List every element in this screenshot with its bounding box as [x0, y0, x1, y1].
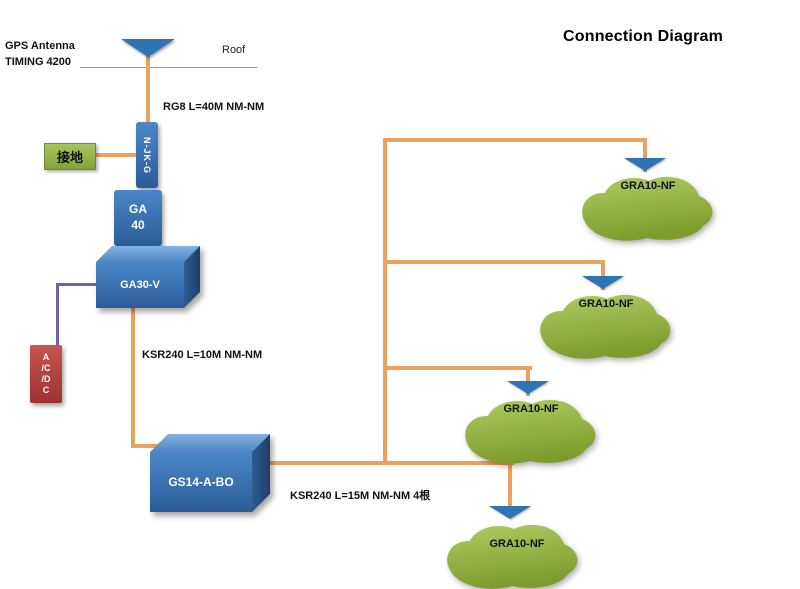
remote-antenna-1-icon — [624, 158, 666, 171]
coverage-blob-4 — [447, 524, 578, 589]
gps-antenna-label-line1: GPS Antenna — [5, 40, 75, 52]
cable-ga30v-to-gs14-v — [131, 306, 135, 448]
gs14-label: GS14-A-BO — [168, 475, 234, 489]
remote-antenna-2-label: GRA10-NF — [578, 298, 634, 310]
coverage-blob-1 — [582, 176, 713, 241]
remote-antenna-4-icon — [489, 506, 531, 519]
ga40-label-line2: 40 — [131, 218, 145, 232]
roof-label: Roof — [222, 44, 246, 56]
acdc-label-line4: C — [42, 385, 50, 396]
cable-label-rg8: RG8 L=40M NM-NM — [163, 101, 265, 113]
remote-antenna-2-icon — [582, 276, 624, 289]
cable-label-ksr240-10m: KSR240 L=10M NM-NM — [142, 349, 263, 361]
coverage-blob-2 — [540, 294, 671, 359]
cable-ground-link — [94, 153, 138, 157]
cable-ga30v-to-gs14-h — [131, 444, 169, 448]
gps-antenna-label-line2: TIMING 4200 — [5, 56, 72, 68]
remote-antenna-3-label: GRA10-NF — [503, 403, 559, 415]
ga40-box: GA 40 — [114, 190, 162, 246]
ground-box: 接地 — [44, 143, 96, 170]
ground-label: 接地 — [56, 150, 83, 165]
remote-antenna-3-icon — [507, 381, 549, 394]
cable-branch4-v — [508, 461, 512, 513]
acdc-label-line1: A — [42, 351, 50, 362]
cable-label-ksr240-15m: KSR240 L=15M NM-NM 4根 — [290, 490, 431, 502]
cable-branch1-v — [643, 138, 647, 172]
remote-antenna-1-label: GRA10-NF — [620, 180, 676, 192]
roof-line — [80, 67, 257, 68]
ga30v-label: GA30-V — [120, 279, 160, 291]
cable-antenna-down — [146, 55, 150, 124]
cable-trunk-v — [383, 138, 387, 465]
cable-acdc-h — [56, 283, 98, 286]
remote-antenna-2: GRA10-NF — [533, 276, 683, 371]
cable-acdc-v — [56, 283, 59, 347]
cable-branch2-v — [601, 260, 605, 290]
remote-antenna-1: GRA10-NF — [575, 158, 725, 253]
cable-branch3-h — [383, 366, 532, 370]
acdc-label-line3: /D — [41, 374, 51, 384]
njkg-label: N-JK-G — [142, 136, 152, 174]
remote-antenna-3: GRA10-NF — [458, 381, 608, 476]
gs14-box — [150, 434, 272, 514]
ga40-label-line1: GA — [129, 202, 147, 217]
coverage-blob-3 — [465, 399, 596, 464]
diagram-title: Connection Diagram — [563, 28, 724, 45]
gps-antenna-icon — [121, 39, 175, 57]
njkg-box: N-JK-G — [136, 122, 158, 188]
remote-antenna-4-label: GRA10-NF — [489, 538, 545, 550]
cable-branch1-h — [383, 138, 647, 142]
ga30v-box — [96, 246, 202, 310]
cable-branch2-h — [383, 260, 605, 264]
acdc-label-line2: /C — [41, 362, 51, 373]
acdc-box: A /C /D C — [30, 345, 62, 403]
remote-antenna-4: GRA10-NF — [440, 506, 590, 589]
